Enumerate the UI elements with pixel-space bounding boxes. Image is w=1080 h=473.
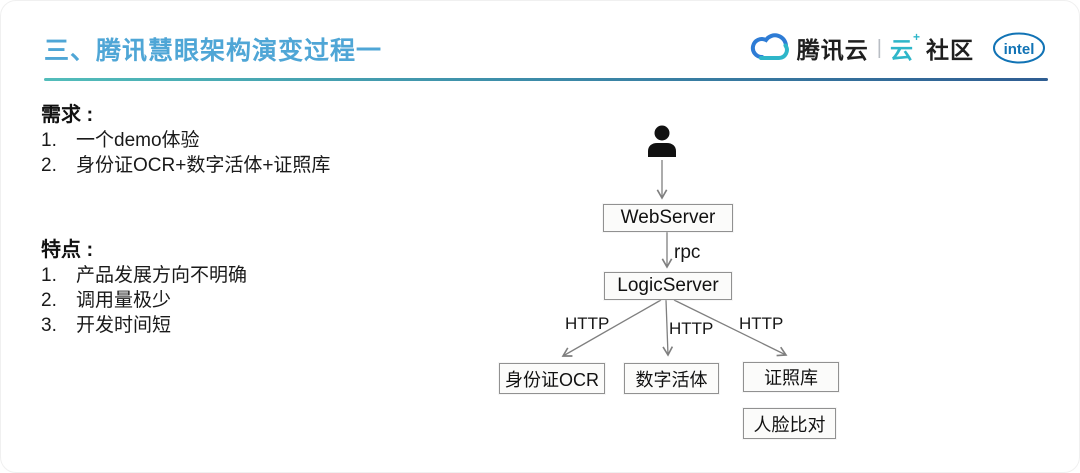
title-underline	[44, 78, 1048, 81]
node-cert-library: 证照库	[743, 362, 839, 392]
edge-label-http-right: HTTP	[739, 314, 784, 333]
node-webserver: WebServer	[603, 204, 733, 232]
list-item: 1. 一个demo体验	[41, 130, 200, 151]
node-logicserver: LogicServer	[604, 272, 732, 300]
requirements-heading: 需求 :	[41, 104, 94, 126]
tencent-cloud-icon	[749, 32, 791, 64]
requirements-block: 需求 : 1. 一个demo体验 2. 身份证OCR+数字活体+证照库	[41, 102, 330, 178]
community-wordmark: 社区	[926, 37, 974, 63]
characteristics-heading: 特点 :	[41, 239, 94, 261]
list-item: 2. 身份证OCR+数字活体+证照库	[41, 155, 331, 176]
intel-logo: intel	[992, 31, 1046, 65]
brand-separator: |	[876, 36, 882, 59]
list-item: 1. 产品发展方向不明确	[41, 265, 248, 286]
cloud-community-wordmark: 云+	[889, 30, 920, 63]
list-item: 3. 开发时间短	[41, 315, 172, 336]
tencent-cloud-wordmark: 腾讯云	[796, 37, 869, 63]
list-item: 2. 调用量极少	[41, 290, 172, 311]
node-digital-liveness: 数字活体	[624, 363, 719, 394]
user-icon	[644, 123, 680, 164]
brand-bar: 腾讯云 | 云+ 社区 intel	[749, 30, 1046, 65]
edge-label-http-left: HTTP	[565, 314, 610, 333]
node-face-compare: 人脸比对	[743, 408, 836, 439]
characteristics-block: 特点 : 1. 产品发展方向不明确 2. 调用量极少 3. 开发时间短	[41, 237, 247, 338]
page-title: 三、腾讯慧眼架构演变过程一	[44, 37, 383, 65]
node-id-ocr: 身份证OCR	[499, 363, 605, 394]
intel-text: intel	[1004, 41, 1035, 58]
edge-label-rpc: rpc	[674, 242, 701, 263]
plus-icon: +	[912, 30, 920, 45]
edge-label-http-middle: HTTP	[669, 319, 714, 338]
